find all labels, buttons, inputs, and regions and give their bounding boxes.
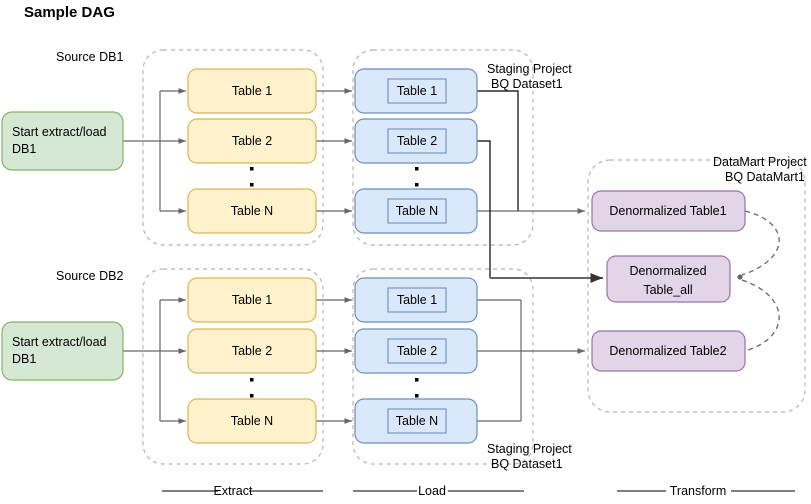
start-node-db2[interactable]: Start extract/load DB1	[1, 321, 124, 381]
denorm-table1-node[interactable]: Denormalized Table1	[591, 190, 746, 232]
extract-db2-table-2-label: Table 2	[232, 344, 272, 358]
start-node-db1-label-line2: DB1	[12, 142, 36, 156]
load-db1-table-n-label: Table N	[396, 204, 438, 218]
extract-db2-ellipsis-dot-1	[250, 378, 254, 382]
extract-db2-table-n-label: Table N	[231, 414, 273, 428]
load-db2-table-n[interactable]: Table N	[354, 398, 478, 444]
load-db1-table-n[interactable]: Table N	[354, 188, 478, 234]
load-db1-ellipsis-dot-2	[415, 183, 419, 187]
page-title: Sample DAG	[24, 4, 115, 21]
extract-group-db1	[142, 49, 324, 246]
load-db2-table-n-label: Table N	[396, 414, 438, 428]
extract-db2-table-2[interactable]: Table 2	[187, 328, 317, 374]
load-db1-table-2[interactable]: Table 2	[354, 118, 478, 164]
load-db2-table-1[interactable]: Table 1	[354, 277, 478, 323]
extract-db1-table-n[interactable]: Table N	[187, 188, 317, 234]
extract-db2-ellipsis-dot-2	[250, 394, 254, 398]
extract-db1-table-2-label: Table 2	[232, 134, 272, 148]
load-db1-ellipsis-dot-1	[415, 167, 419, 171]
transform-group-datamart	[587, 159, 806, 413]
extract-db1-table-n-label: Table N	[231, 204, 273, 218]
denorm-table-all-node[interactable]: Denormalized Table_all	[606, 255, 731, 303]
load-db1-table-2-label: Table 2	[397, 134, 437, 148]
start-node-db2-label-line1: Start extract/load	[12, 335, 107, 349]
load-group-label-bottom-line2: BQ Dataset1	[491, 457, 563, 471]
denorm-table-all-label-line1: Denormalized	[629, 264, 706, 278]
merge-junction-dot	[737, 274, 743, 280]
load-db2-table-1-label: Table 1	[397, 293, 437, 307]
load-db1-table-1[interactable]: Table 1	[354, 68, 478, 114]
edge-denorm-table2-to-all	[741, 279, 780, 352]
load-group-label-top-line2: BQ Dataset1	[491, 77, 563, 91]
denorm-table1-label: Denormalized Table1	[609, 204, 726, 218]
load-group-label-bottom-line1: Staging Project	[487, 442, 572, 456]
load-db2-table-2[interactable]: Table 2	[354, 328, 478, 374]
extract-db1-table-1-label: Table 1	[232, 84, 272, 98]
extract-db1-ellipsis-dot-1	[250, 167, 254, 171]
stage-footer-load: Load	[353, 484, 524, 498]
stage-label-transform: Transform	[670, 484, 727, 498]
transform-group-label-line1: DataMart Project	[713, 155, 807, 169]
stage-label-extract: Extract	[214, 484, 253, 498]
extract-db2-table-1[interactable]: Table 1	[187, 277, 317, 323]
edge-load1-t2-down-to-all	[477, 140, 491, 278]
stage-label-load: Load	[418, 484, 446, 498]
start-node-db1-label-line1: Start extract/load	[12, 125, 107, 139]
start-node-db2-label-line2: DB1	[12, 352, 36, 366]
extract-db1-table-1[interactable]: Table 1	[187, 68, 317, 114]
load-group-db1	[352, 49, 534, 246]
stage-footer-extract: Extract	[162, 484, 323, 498]
extract-db1-ellipsis-dot-2	[250, 183, 254, 187]
denorm-table2-label: Denormalized Table2	[609, 344, 726, 358]
extract-db1-table-2[interactable]: Table 2	[187, 118, 317, 164]
load-db1-table-1-label: Table 1	[397, 84, 437, 98]
load-db2-ellipsis-dot-1	[415, 378, 419, 382]
extract-db2-table-1-label: Table 1	[232, 293, 272, 307]
denorm-table-all-label-line2: Table_all	[643, 283, 692, 297]
edge-load1-t1-down	[477, 90, 519, 211]
extract-db2-table-n[interactable]: Table N	[187, 398, 317, 444]
stage-footer-transform: Transform	[617, 484, 795, 498]
edge-denorm-table1-to-all	[741, 210, 780, 276]
transform-group-label-line2: BQ DataMart1	[725, 170, 805, 184]
load-db2-table-2-label: Table 2	[397, 344, 437, 358]
load-group-db2	[352, 268, 534, 465]
denorm-table2-node[interactable]: Denormalized Table2	[591, 330, 746, 372]
load-group-label-top-line1: Staging Project	[487, 62, 572, 76]
start-node-db1[interactable]: Start extract/load DB1	[1, 111, 124, 171]
source-db1-label: Source DB1	[56, 50, 123, 64]
extract-group-db2	[142, 268, 324, 465]
source-db2-label: Source DB2	[56, 269, 123, 283]
load-db2-ellipsis-dot-2	[415, 394, 419, 398]
